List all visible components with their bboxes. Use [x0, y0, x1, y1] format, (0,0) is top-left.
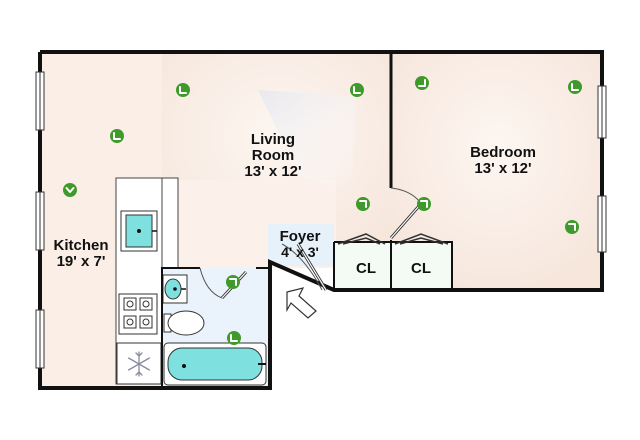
living-room-label-line2: Room [252, 147, 295, 164]
freezer-icon [116, 342, 162, 385]
kitchen-label: Kitchen [53, 237, 108, 254]
kitchen-counter [115, 177, 179, 385]
closet-2-floor [391, 242, 452, 290]
closet-1-label: CL [356, 260, 376, 277]
closet-1-floor [334, 242, 391, 290]
sensor-icon [415, 76, 429, 90]
sensor-icon [356, 197, 370, 211]
closets-wall [334, 241, 453, 290]
kitchen-size: 19' x 7' [57, 253, 106, 270]
bedroom-size: 13' x 12' [474, 160, 531, 177]
sensor-icon [110, 129, 124, 143]
foyer-label: Foyer [280, 228, 321, 245]
window-icon [35, 309, 45, 369]
sensor-icon [350, 83, 364, 97]
foyer-size: 4' x 3' [281, 244, 319, 260]
bath-sink-icon [162, 274, 188, 304]
sensor-icon [227, 331, 241, 345]
bathtub-icon [163, 342, 267, 386]
toilet-icon [163, 310, 205, 336]
entry-door-icon [281, 243, 328, 291]
sensor-icon [568, 80, 582, 94]
windows [35, 71, 607, 369]
window-icon [35, 191, 45, 251]
stove-icon [118, 293, 158, 335]
sink-icon [120, 210, 158, 252]
sensor-icon [565, 220, 579, 234]
window-icon [35, 71, 45, 131]
light-ray [258, 90, 356, 190]
sensor-markers [63, 76, 582, 345]
bathroom-fixtures [162, 274, 267, 386]
sensor-icon [226, 275, 240, 289]
bedroom-label: Bedroom [470, 144, 536, 161]
entry-arrow-icon [286, 287, 317, 319]
closet-2-label: CL [411, 260, 431, 277]
window-icon [597, 85, 607, 139]
living-room-size: 13' x 12' [244, 163, 301, 180]
bathroom-wall [161, 267, 200, 388]
room-labels: Kitchen 19' x 7' Living Room 13' x 12' B… [53, 131, 535, 277]
sensor-icon [176, 83, 190, 97]
closet-doors-icon [337, 233, 449, 245]
sensor-icon [417, 197, 431, 211]
window-icon [597, 195, 607, 253]
living-room-label-line1: Living [251, 131, 295, 148]
sensor-icon [63, 183, 77, 197]
